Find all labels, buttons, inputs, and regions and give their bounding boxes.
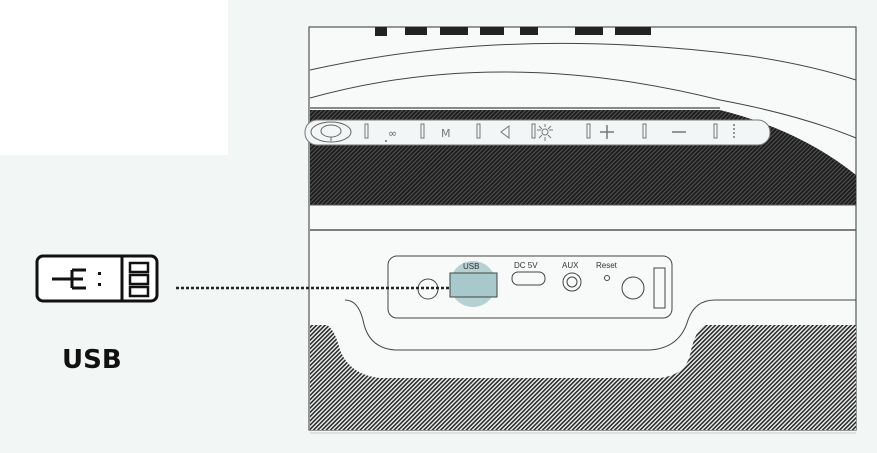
mode-w-icon[interactable]: M [441, 127, 451, 140]
speaker-body: ∞ M [304, 26, 857, 434]
svg-text:M: M [441, 127, 451, 140]
usb-port-label: USB [463, 262, 479, 271]
light-icon[interactable] [537, 124, 553, 141]
usb-caption: USB [62, 345, 122, 375]
aux-port-label: AUX [562, 261, 579, 270]
reset-button[interactable] [604, 275, 610, 281]
dc-port[interactable] [511, 271, 546, 286]
control-bar: ∞ M [304, 119, 771, 146]
separator-marks [364, 123, 718, 139]
reset-label: Reset [596, 261, 618, 270]
round-button[interactable] [621, 276, 645, 300]
aux-port[interactable] [562, 272, 582, 292]
brand-logo-fragment [375, 27, 651, 36]
dc-port-label: DC 5V [514, 261, 538, 270]
port-panel: USB DC 5V AUX Reset [387, 255, 673, 319]
power-icon[interactable] [310, 121, 352, 143]
bluetooth-link-icon[interactable]: ∞ [385, 127, 397, 142]
battery-indicator-icon [733, 124, 735, 138]
svg-text:∞: ∞ [388, 127, 397, 140]
play-icon[interactable] [500, 125, 510, 139]
usb-drive-icon [35, 254, 159, 303]
usb-port[interactable] [449, 272, 498, 298]
blank-panel [0, 0, 228, 155]
switch-slot[interactable] [653, 267, 666, 309]
plus-icon[interactable] [600, 125, 614, 139]
